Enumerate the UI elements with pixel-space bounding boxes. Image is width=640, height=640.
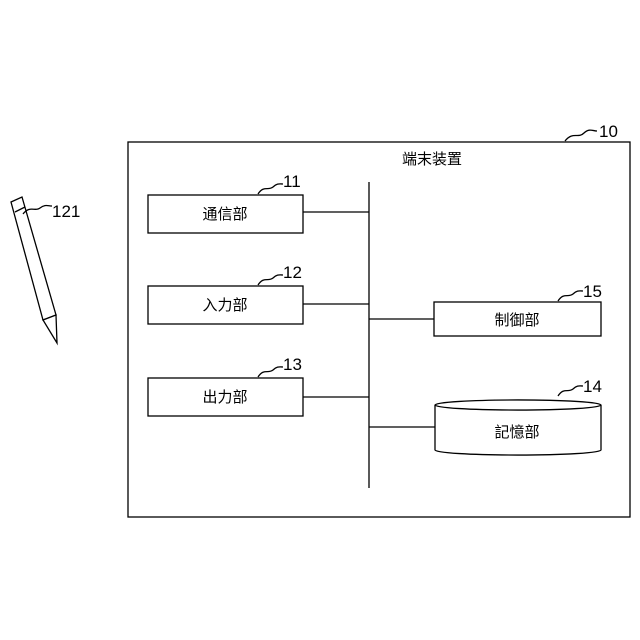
device-ref: 10 bbox=[599, 122, 618, 141]
pen-ref: 121 bbox=[52, 202, 80, 221]
pen-icon bbox=[11, 197, 57, 343]
storage-ref: 14 bbox=[583, 377, 602, 396]
control-unit-label: 制御部 bbox=[494, 311, 539, 329]
communication-unit-label: 通信部 bbox=[202, 205, 247, 223]
input-unit-label: 入力部 bbox=[202, 296, 247, 314]
output-ref: 13 bbox=[283, 355, 302, 374]
output-unit-label: 出力部 bbox=[202, 388, 247, 406]
input-ref: 12 bbox=[283, 263, 302, 282]
pen-ref-leader bbox=[23, 206, 52, 215]
storage-unit-label: 記憶部 bbox=[494, 423, 539, 441]
device-ref-leader bbox=[565, 130, 597, 141]
communication-ref: 11 bbox=[283, 172, 301, 191]
control-ref: 15 bbox=[583, 282, 602, 301]
device-title: 端末装置 bbox=[402, 150, 462, 168]
